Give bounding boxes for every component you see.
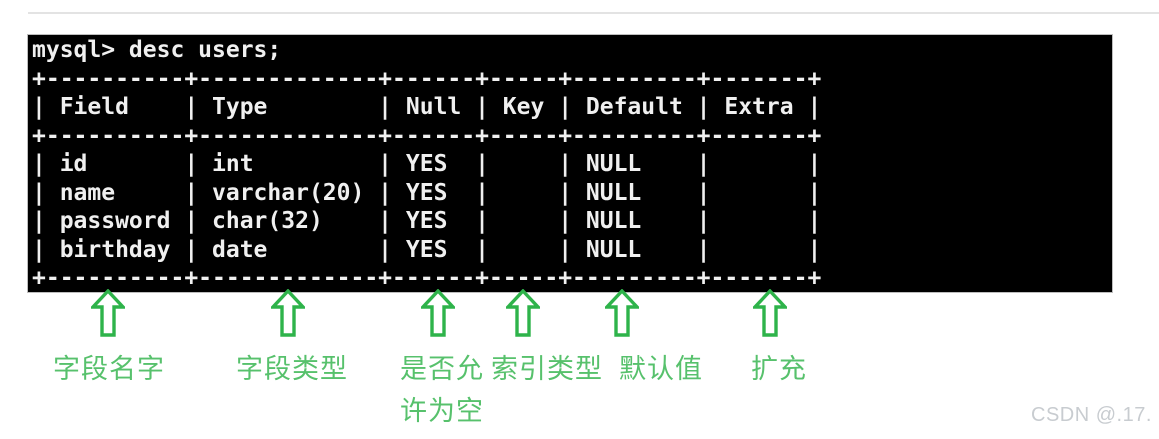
terminal-window[interactable]: mysql> desc users; +----------+---------…: [27, 34, 1113, 293]
up-arrow-icon: [506, 289, 540, 337]
csdn-watermark: CSDN @.17.: [1031, 404, 1152, 426]
up-arrow-icon: [605, 289, 639, 337]
up-arrow-icon: [271, 289, 305, 337]
annotation-label-null: 是否允 许为空: [400, 354, 484, 426]
up-arrow-icon: [753, 289, 787, 337]
up-arrow-icon: [421, 289, 455, 337]
annotation-label-extra: 扩充: [751, 354, 807, 384]
terminal-output: mysql> desc users; +----------+---------…: [32, 37, 822, 291]
up-arrow-icon: [91, 289, 125, 337]
annotation-label-key: 索引类型: [491, 354, 603, 384]
page-top-divider: [28, 12, 1159, 14]
annotation-label-field: 字段名字: [53, 354, 165, 384]
annotation-label-type: 字段类型: [236, 354, 348, 384]
annotation-label-default: 默认值: [619, 354, 703, 384]
